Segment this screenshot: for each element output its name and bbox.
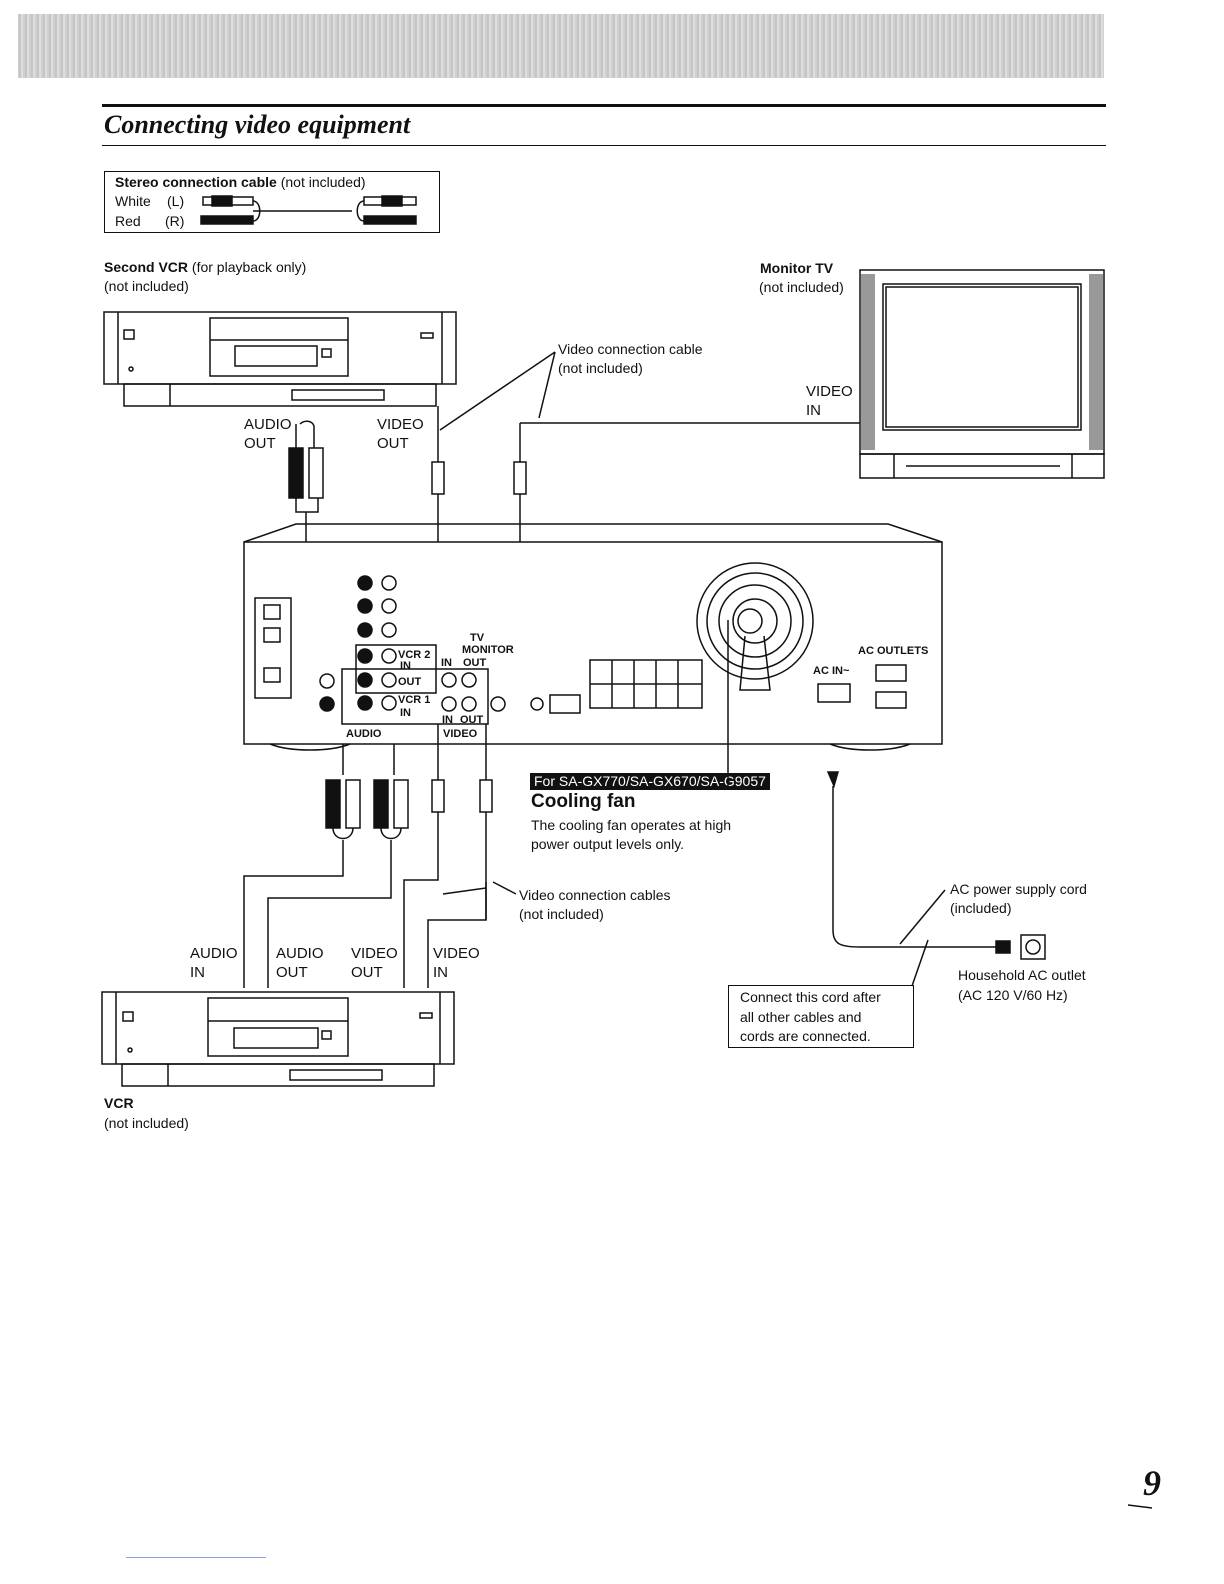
- vcr-video-out-2: OUT: [351, 964, 383, 981]
- second-vcr-device: [103, 311, 457, 407]
- video-cable-top-line1: Video connection cable: [558, 341, 703, 357]
- vcr-audio-out-2: OUT: [276, 964, 308, 981]
- page-number-flourish: [1127, 1504, 1153, 1509]
- footer-line: [126, 1557, 266, 1558]
- vcr1-label: VCR 1: [398, 694, 430, 706]
- monitor-video-in-1: VIDEO: [806, 383, 853, 400]
- video-cables-bottom-line1: Video connection cables: [519, 887, 671, 903]
- cable-legend-box: [104, 171, 440, 233]
- ac-outlets-label: AC OUTLETS: [858, 645, 928, 657]
- title-rule-bottom: [102, 145, 1106, 146]
- monitor-in-label: IN: [441, 657, 452, 669]
- monitor-out-label: OUT: [463, 657, 487, 669]
- vcr1-in-label: IN: [400, 707, 411, 719]
- vcr-title: VCR: [104, 1095, 134, 1111]
- cooling-fan-line2: power output levels only.: [531, 836, 685, 852]
- vcr-device: [101, 991, 455, 1087]
- page-title: Connecting video equipment: [104, 110, 411, 139]
- vcr1-video-in-label: IN: [442, 714, 453, 726]
- vcr2-out-label: OUT: [398, 676, 422, 688]
- model-badge: For SA-GX770/SA-GX670/SA-G9057: [530, 773, 770, 790]
- title-rule-top: [102, 104, 1106, 107]
- white-label: White: [115, 193, 151, 209]
- stereo-cable-icon: [200, 195, 417, 225]
- monitor-video-in-2: IN: [806, 402, 821, 419]
- cord-note-line1: Connect this cord after: [740, 989, 881, 1005]
- vcr-video-out-1: VIDEO: [351, 945, 398, 962]
- ac-in-label: AC IN~: [813, 665, 850, 677]
- second-vcr-audio-out-1: AUDIO: [244, 416, 292, 433]
- second-vcr-title-line: Second VCR (for playback only): [104, 258, 306, 277]
- household-outlet-line2: (AC 120 V/60 Hz): [958, 987, 1068, 1003]
- red-channel: (R): [165, 213, 185, 229]
- page-number: 9: [1143, 1463, 1161, 1503]
- cable-legend-title-line: Stereo connection cable (not included): [115, 173, 366, 192]
- white-channel: (L): [167, 193, 185, 209]
- second-vcr-title: Second VCR: [104, 259, 189, 275]
- household-outlet-line1: Household AC outlet: [958, 967, 1086, 983]
- second-vcr-audio-out-2: OUT: [244, 435, 276, 452]
- video-panel-label: VIDEO: [443, 728, 478, 740]
- vcr1-video-out-label: OUT: [460, 714, 484, 726]
- tv-label: TV: [470, 632, 485, 644]
- second-vcr-note: (not included): [104, 278, 189, 294]
- header-band: [18, 14, 1104, 78]
- cable-legend-note: (not included): [280, 174, 366, 190]
- second-vcr-suffix: (for playback only): [191, 259, 307, 275]
- cord-note-box: [728, 985, 914, 1048]
- ac-cord-line1: AC power supply cord: [950, 881, 1087, 897]
- video-cables-bottom-line2: (not included): [519, 906, 604, 922]
- audio-panel-label: AUDIO: [346, 728, 382, 740]
- ac-cord-line2: (included): [950, 900, 1012, 916]
- monitor-tv-note: (not included): [759, 279, 844, 295]
- vcr-audio-in-1: AUDIO: [190, 945, 238, 962]
- vcr-audio-in-2: IN: [190, 964, 205, 981]
- monitor-label: MONITOR: [462, 644, 514, 656]
- cord-note-line3: cords are connected.: [740, 1028, 871, 1044]
- red-label: Red: [115, 213, 141, 229]
- vcr2-in-label: IN: [400, 660, 411, 672]
- vcr-note: (not included): [104, 1115, 189, 1131]
- bottom-cables: [243, 724, 517, 988]
- cable-legend-title: Stereo connection cable: [115, 174, 277, 190]
- vcr2-label: VCR 2: [398, 649, 430, 661]
- vcr-audio-out-1: AUDIO: [276, 945, 324, 962]
- receiver-unit: [243, 523, 943, 790]
- cord-note-line2: all other cables and: [740, 1009, 862, 1025]
- monitor-tv-title: Monitor TV: [760, 260, 834, 276]
- video-cable-top-line2: (not included): [558, 360, 643, 376]
- vcr-video-in-2: IN: [433, 964, 448, 981]
- ac-cord: [826, 771, 1046, 987]
- cooling-fan-line1: The cooling fan operates at high: [531, 817, 732, 833]
- monitor-tv-device: [859, 269, 1105, 479]
- vcr-video-in-1: VIDEO: [433, 945, 480, 962]
- cooling-fan-title: Cooling fan: [531, 791, 636, 812]
- second-vcr-video-out-1: VIDEO: [377, 416, 424, 433]
- second-vcr-video-out-2: OUT: [377, 435, 409, 452]
